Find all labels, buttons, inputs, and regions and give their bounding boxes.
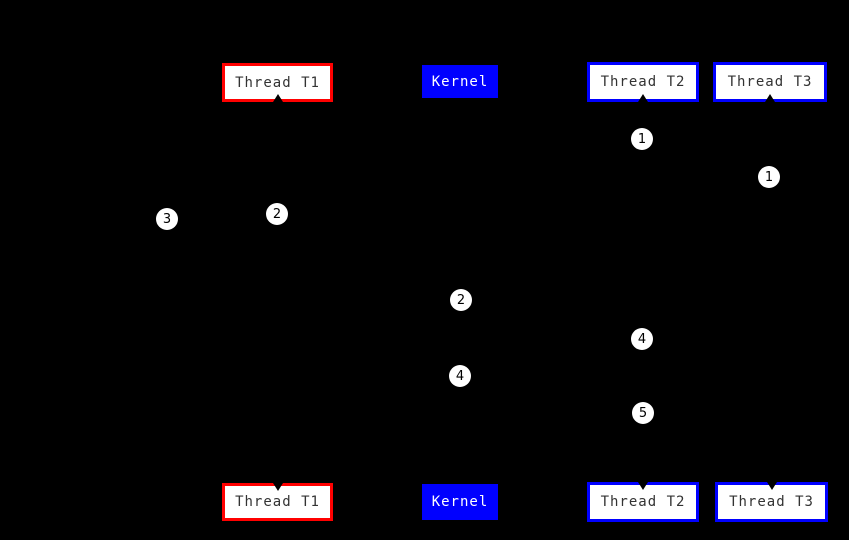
step-number: 3 bbox=[162, 211, 172, 227]
step-marker: 5 bbox=[632, 402, 654, 424]
step-number: 4 bbox=[637, 331, 647, 347]
step-marker: 1 bbox=[758, 166, 780, 188]
lifeline-arrow-notch bbox=[272, 483, 283, 491]
kernel-label: Kernel bbox=[431, 73, 489, 90]
kernel-bottom-box: Kernel bbox=[422, 484, 498, 520]
thread-t2-top-box: Thread T2 bbox=[587, 62, 699, 102]
thread-t3-label: Thread T3 bbox=[729, 494, 814, 510]
thread-t3-top-box: Thread T3 bbox=[713, 62, 827, 102]
step-number: 4 bbox=[455, 368, 465, 384]
step-marker: 2 bbox=[266, 203, 288, 225]
step-number: 1 bbox=[637, 131, 647, 147]
kernel-top-box: Kernel bbox=[422, 65, 498, 98]
thread-t3-label: Thread T3 bbox=[727, 74, 813, 90]
step-marker: 4 bbox=[631, 328, 653, 350]
step-marker: 3 bbox=[156, 208, 178, 230]
kernel-label: Kernel bbox=[431, 494, 489, 510]
step-number: 1 bbox=[764, 169, 774, 185]
lifeline-arrow-notch bbox=[766, 482, 777, 490]
thread-t1-label: Thread T1 bbox=[235, 74, 320, 91]
step-number: 2 bbox=[272, 206, 282, 222]
thread-t1-bottom-box: Thread T1 bbox=[222, 483, 333, 521]
step-number: 5 bbox=[638, 405, 648, 421]
thread-t2-label: Thread T2 bbox=[600, 74, 686, 90]
thread-t2-label: Thread T2 bbox=[600, 494, 686, 510]
step-marker: 4 bbox=[449, 365, 471, 387]
lifeline-arrow-notch bbox=[638, 482, 648, 490]
step-marker: 2 bbox=[450, 289, 472, 311]
thread-t1-top-box: Thread T1 bbox=[222, 63, 333, 102]
thread-t2-bottom-box: Thread T2 bbox=[587, 482, 699, 522]
lifeline-arrow-notch bbox=[272, 94, 283, 102]
step-number: 2 bbox=[456, 292, 466, 308]
thread-t1-label: Thread T1 bbox=[235, 494, 320, 510]
thread-t3-bottom-box: Thread T3 bbox=[715, 482, 828, 522]
step-marker: 1 bbox=[631, 128, 653, 150]
lifeline-arrow-notch bbox=[765, 94, 775, 102]
lifeline-arrow-notch bbox=[638, 94, 648, 102]
